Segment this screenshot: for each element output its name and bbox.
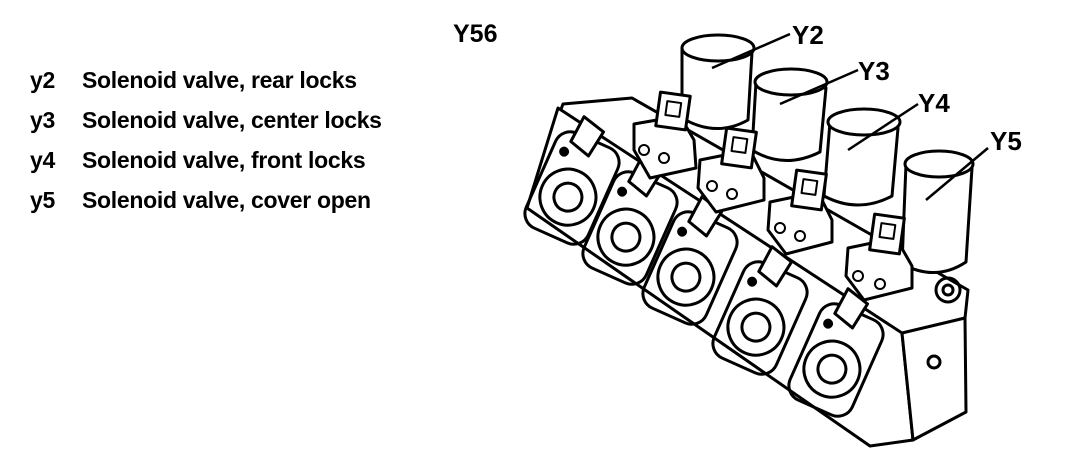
- solenoid-valve-y5: [844, 149, 975, 302]
- legend-description: Solenoid valve, rear locks: [82, 67, 357, 93]
- leader-line: [711, 32, 791, 70]
- legend-item: y4 Solenoid valve, front locks: [30, 140, 382, 180]
- port: [787, 287, 885, 418]
- legend-description: Solenoid valve, front locks: [82, 147, 366, 173]
- solenoid-valve-y4: [766, 107, 902, 256]
- leader-line: [779, 68, 859, 106]
- callout-y2: Y2: [792, 20, 824, 50]
- legend-code: y5: [30, 187, 55, 213]
- manifold-end-face: [900, 316, 968, 442]
- assembly-label: Y56: [453, 20, 498, 48]
- leader-line: [925, 147, 989, 201]
- legend-code: y4: [30, 147, 55, 173]
- legend-description: Solenoid valve, cover open: [82, 187, 371, 213]
- legend-item: y2 Solenoid valve, rear locks: [30, 60, 382, 100]
- leader-line: [847, 102, 919, 152]
- legend-code: y2: [30, 67, 55, 93]
- legend-item: y5 Solenoid valve, cover open: [30, 180, 382, 220]
- mounting-hole: [926, 354, 942, 370]
- legend-code: y3: [30, 107, 55, 133]
- port: [523, 115, 621, 246]
- fitting-nut: [934, 276, 962, 304]
- callout-y5: Y5: [990, 126, 1022, 156]
- solenoid-valve-y2: [632, 33, 756, 180]
- port: [711, 245, 809, 376]
- callout-y4: Y4: [918, 88, 950, 118]
- fitting-bore: [941, 283, 955, 297]
- legend-description: Solenoid valve, center locks: [82, 107, 382, 133]
- legend-item: y3 Solenoid valve, center locks: [30, 100, 382, 140]
- solenoid-valve-y3: [696, 67, 829, 214]
- callout-y3: Y3: [858, 56, 890, 86]
